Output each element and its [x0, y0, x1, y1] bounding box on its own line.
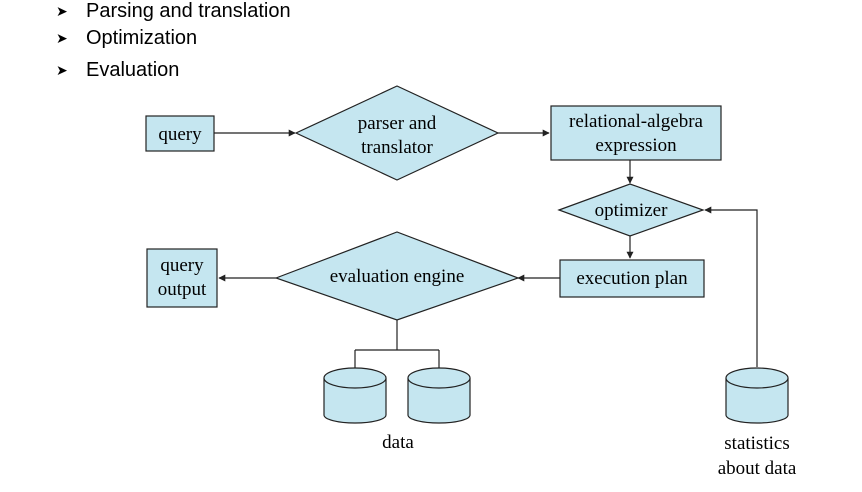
query-label: query — [158, 124, 202, 145]
query-output-box — [146, 248, 218, 308]
execution-plan-box — [559, 259, 705, 298]
data-cylinder-icon — [407, 367, 471, 424]
bullet-item-evaluation: ➤ Evaluation — [56, 55, 291, 87]
statistics-label-line1: statistics — [724, 433, 789, 454]
statistics-cylinder-icon — [725, 367, 789, 424]
data-label: data — [382, 432, 414, 453]
data-cylinder-icon — [323, 367, 387, 424]
optimizer-diamond — [557, 183, 705, 237]
statistics-label-line2: about data — [718, 458, 797, 479]
bullet-text: Optimization — [86, 27, 198, 50]
arrowhead-bullet-icon: ➤ — [56, 3, 68, 19]
query-output-label-line1: query — [160, 255, 204, 276]
query-box — [145, 115, 215, 152]
parser-label-line1: parser and — [358, 113, 437, 134]
bullet-item-optimization: ➤ Optimization — [56, 23, 291, 55]
relalg-label-line1: relational-algebra — [569, 111, 704, 132]
bullet-text: Parsing and translation — [86, 0, 291, 22]
evaluation-engine-diamond — [274, 231, 520, 321]
arrowhead-bullet-icon: ➤ — [56, 61, 68, 78]
bullet-list: ➤ Parsing and translation ➤ Optimization… — [56, 0, 291, 86]
relational-algebra-box — [550, 105, 722, 161]
execution-plan-label: execution plan — [576, 268, 688, 289]
arrow-statistics-to-optimizer — [704, 206, 758, 367]
arrowhead-bullet-icon: ➤ — [56, 30, 68, 47]
relalg-label-line2: expression — [595, 135, 677, 156]
evaluation-engine-label: evaluation engine — [330, 266, 465, 287]
optimizer-label: optimizer — [595, 200, 668, 221]
parser-label-line2: translator — [361, 137, 433, 158]
bullet-item-parsing: ➤ Parsing and translation — [56, 0, 291, 23]
bullet-text: Evaluation — [86, 58, 180, 81]
query-output-label-line2: output — [158, 279, 207, 300]
